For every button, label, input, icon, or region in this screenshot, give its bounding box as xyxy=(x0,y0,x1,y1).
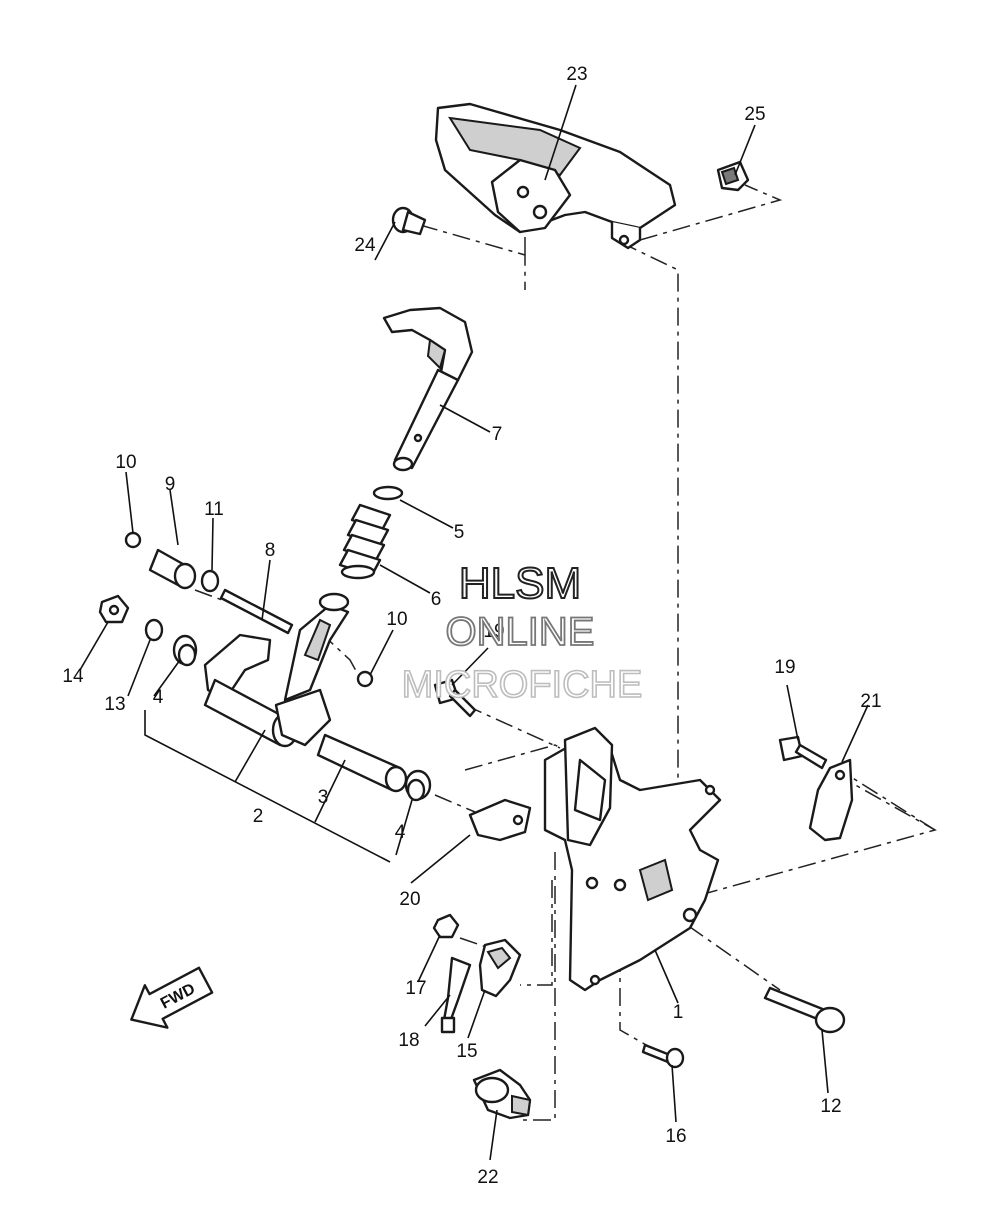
callout-21: 21 xyxy=(860,691,881,712)
callout-11: 11 xyxy=(204,499,224,520)
callout-10a: 10 xyxy=(115,452,136,473)
leader-lines xyxy=(79,84,869,1161)
watermark-line-3: MICROFICHE xyxy=(402,664,643,706)
spring-part-6 xyxy=(338,503,392,580)
washer-part-5 xyxy=(372,485,404,501)
callout-5: 5 xyxy=(454,522,465,543)
callout-19b: 19 xyxy=(774,657,795,678)
watermark-line-1: HLSM xyxy=(459,559,581,608)
callout-7: 7 xyxy=(492,424,503,445)
nut-part-17 xyxy=(432,913,460,939)
bolt-part-12 xyxy=(763,986,846,1034)
callout-8: 8 xyxy=(265,540,276,561)
shaft-assembly-part-2 xyxy=(203,592,350,748)
callout-25: 25 xyxy=(744,104,765,125)
nut-part-14 xyxy=(98,594,130,624)
callout-24: 24 xyxy=(354,235,376,256)
callout-2: 2 xyxy=(253,806,264,827)
bolt-part-19a xyxy=(433,678,477,718)
callout-14: 14 xyxy=(62,666,84,687)
washer-part-11 xyxy=(200,569,220,593)
callout-10b: 10 xyxy=(386,609,407,630)
callout-18: 18 xyxy=(398,1030,419,1051)
circlip-part-10a xyxy=(124,531,142,549)
callout-6: 6 xyxy=(431,589,442,610)
callout-3: 3 xyxy=(318,787,329,808)
stay-part-21 xyxy=(808,758,854,842)
callout-9: 9 xyxy=(165,474,176,495)
clip-part-25 xyxy=(716,160,750,192)
collar-part-9 xyxy=(148,548,197,590)
callout-17: 17 xyxy=(405,978,426,999)
switch-part-15 xyxy=(478,938,522,998)
cover-part-23 xyxy=(434,102,677,250)
pin-part-8 xyxy=(219,588,294,635)
bracket-part-1 xyxy=(543,726,722,992)
lever-part-7 xyxy=(382,306,474,472)
circlip-part-10b xyxy=(356,670,374,688)
bolt-part-16 xyxy=(641,1043,685,1069)
callout-4b: 4 xyxy=(395,822,406,843)
lead-part-18 xyxy=(440,956,472,1034)
callout-16: 16 xyxy=(665,1126,686,1147)
holder-part-22 xyxy=(472,1068,532,1120)
clip-part-20 xyxy=(468,798,532,842)
callout-23: 23 xyxy=(566,64,587,85)
callouts: 1 2 3 4 4 5 6 7 8 9 10 10 11 12 13 14 15… xyxy=(62,64,881,1188)
washer-part-13 xyxy=(144,618,164,642)
watermark-line-2: ONLINE xyxy=(446,610,595,654)
bolt-part-19b xyxy=(778,735,828,770)
callout-13: 13 xyxy=(104,694,125,715)
callout-15: 15 xyxy=(456,1041,477,1062)
callout-1: 1 xyxy=(673,1002,684,1023)
forward-arrow-icon: FWD xyxy=(130,966,214,1029)
bushing-part-4b xyxy=(404,769,432,802)
watermark: HLSM ONLINE MICROFICHE xyxy=(401,558,643,707)
callout-19a: 19 xyxy=(483,621,504,642)
bushing-part-4a xyxy=(172,634,198,667)
callout-4a: 4 xyxy=(153,687,164,708)
callout-20: 20 xyxy=(399,889,420,910)
grommet-part-24 xyxy=(391,206,427,236)
callout-12: 12 xyxy=(820,1096,841,1117)
callout-22: 22 xyxy=(477,1167,498,1188)
collar-part-3 xyxy=(316,733,408,793)
